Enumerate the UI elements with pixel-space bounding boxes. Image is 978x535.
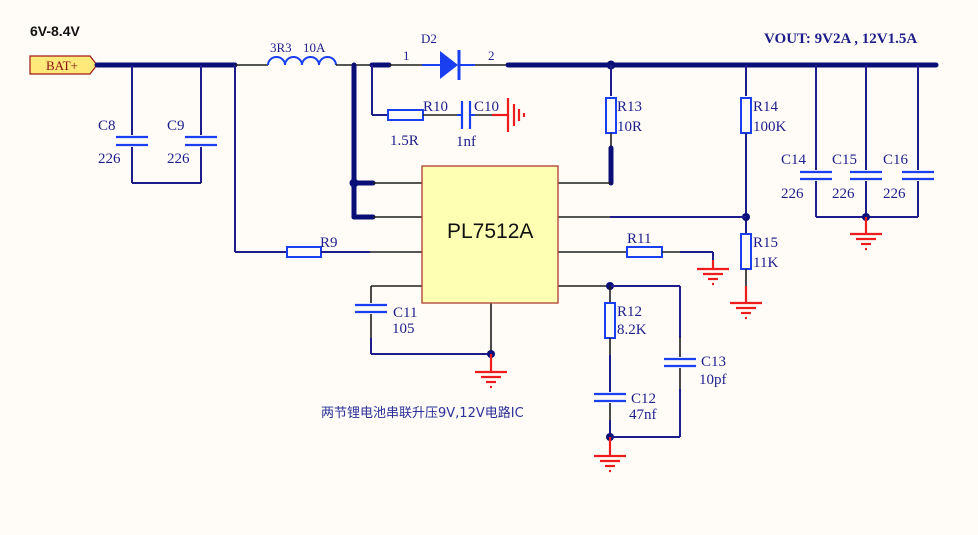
ground-r11 [697, 260, 729, 286]
r11-ref: R11 [627, 231, 651, 247]
capacitor-c8[interactable] [116, 65, 148, 183]
c12-value: 47nf [629, 407, 657, 423]
resistor-r10[interactable] [387, 109, 424, 121]
c16-ref: C16 [883, 152, 909, 168]
diode-ref: D2 [421, 31, 437, 46]
c13-value: 10pf [699, 372, 727, 388]
r12-value: 8.2K [617, 322, 647, 338]
resistor-r15[interactable] [740, 233, 752, 270]
capacitor-c16[interactable] [902, 65, 934, 217]
inductor-value: 3R3 [270, 40, 292, 55]
junction-dot [349, 178, 359, 188]
c15-value: 226 [832, 186, 855, 202]
ic-pl7512a[interactable]: PL7512A [421, 165, 559, 304]
inductor-l1[interactable] [267, 56, 337, 66]
capacitor-c10[interactable] [457, 101, 475, 129]
inductor-rating: 10A [303, 40, 326, 55]
resistor-r11[interactable] [626, 246, 663, 258]
capacitor-c12[interactable] [594, 355, 626, 437]
c14-value: 226 [781, 186, 804, 202]
diode-d2[interactable] [422, 50, 475, 80]
ground-output-caps [850, 217, 882, 251]
ic-name: PL7512A [447, 220, 533, 243]
bat-plus-port-label: BAT+ [46, 58, 78, 73]
c10-ref: C10 [474, 99, 499, 115]
capacitor-c13[interactable] [664, 286, 696, 437]
r10-ref: R10 [423, 99, 448, 115]
resistor-r12[interactable] [604, 302, 616, 339]
capacitor-c14[interactable] [800, 65, 832, 217]
ground-ic [475, 354, 507, 389]
r13-ref: R13 [617, 99, 642, 115]
c8-ref: C8 [98, 118, 116, 134]
input-voltage-label: 6V-8.4V [30, 23, 80, 39]
capacitor-c15[interactable] [850, 65, 882, 217]
output-spec-label: VOUT: 9V2A , 12V1.5A [764, 31, 917, 47]
c11-ref: C11 [393, 305, 417, 321]
r12-ref: R12 [617, 304, 642, 320]
c14-ref: C14 [781, 152, 807, 168]
r14-ref: R14 [753, 99, 779, 115]
c9-ref: C9 [167, 118, 185, 134]
ground-c12 [594, 437, 626, 473]
resistor-r13[interactable] [605, 97, 617, 134]
r14-value: 100K [753, 119, 787, 135]
c8-value: 226 [98, 151, 121, 167]
r15-value: 11K [753, 255, 778, 271]
r9-ref: R9 [320, 235, 338, 251]
r10-value: 1.5R [390, 133, 419, 149]
diode-pin2: 2 [488, 48, 495, 63]
diode-pin1: 1 [403, 48, 410, 63]
c12-ref: C12 [631, 391, 656, 407]
r15-ref: R15 [753, 235, 778, 251]
c13-ref: C13 [701, 354, 726, 370]
c11-value: 105 [392, 321, 415, 337]
c15-ref: C15 [832, 152, 857, 168]
ground-r15 [730, 286, 762, 320]
c10-value: 1nf [456, 134, 476, 150]
c9-value: 226 [167, 151, 190, 167]
r13-value: 10R [617, 119, 642, 135]
resistor-r14[interactable] [740, 97, 752, 134]
c16-value: 226 [883, 186, 906, 202]
capacitor-c11[interactable] [355, 286, 387, 354]
ground-c10 [492, 98, 526, 132]
resistor-r9[interactable] [286, 246, 322, 258]
bat-plus-port[interactable]: BAT+ [29, 55, 98, 75]
circuit-caption: 两节锂电池串联升压9V,12V电路IC [321, 405, 524, 421]
capacitor-c9[interactable] [185, 65, 217, 183]
